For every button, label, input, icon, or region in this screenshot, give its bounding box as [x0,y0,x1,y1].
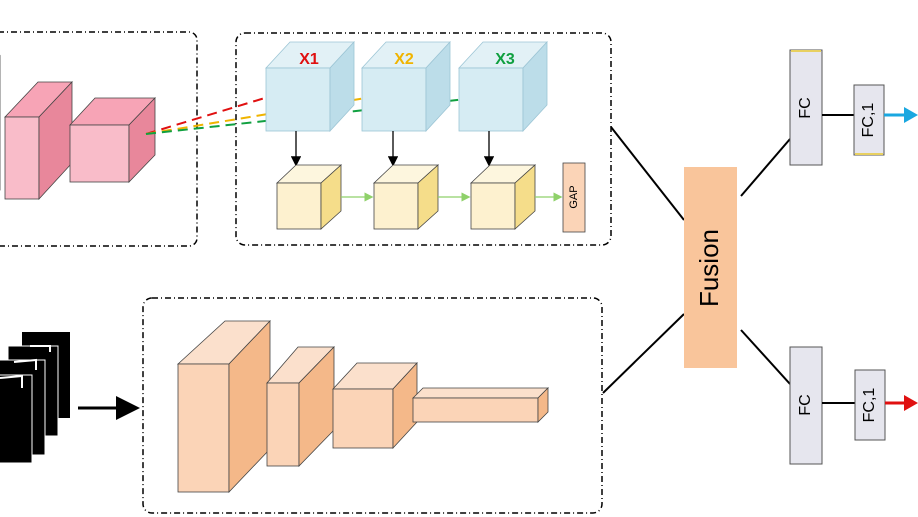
x1-link [145,93,279,135]
fc-top-label: FC [797,97,814,118]
x3-label: X3 [495,51,515,68]
cube-x1 [265,40,355,133]
fc1-bottom-label: FC,1 [861,388,878,423]
fusion-block [684,167,737,368]
multiscale-panel [235,32,612,246]
second-branch-panel [142,297,603,514]
peach-block-4 [412,387,549,423]
gap-label: GAP [568,185,580,208]
x2-link [145,96,373,135]
top-to-fusion-line [610,126,685,221]
fc-bottom-label: FC [797,394,814,415]
peach-block-3 [332,361,418,450]
yellow-cube-1 [275,164,343,230]
fc-top-box [789,49,823,166]
yellow-cube-2 [372,164,440,230]
bottom-to-fusion-line [602,313,685,394]
cube-x2 [361,40,451,133]
yellow-cube-3 [469,164,537,230]
pink-block-2 [4,80,73,201]
pink-block-3 [69,97,156,183]
fc1-bottom-box [854,369,886,441]
x1-label: X1 [299,51,319,68]
cube-x3 [458,40,548,133]
peach-block-1 [176,320,271,493]
bottom-output-arrowhead [904,395,918,411]
gap-box [562,162,586,233]
top-output-arrowhead [904,107,918,123]
x2-label: X2 [394,51,414,68]
fusion-label: Fusion [694,229,724,307]
peach-block-2 [266,346,335,467]
fc1-top-label: FC,1 [860,103,877,138]
fc-bottom-box [789,346,823,465]
fusion-to-bottom-fc-line [740,329,791,385]
fusion-to-top-fc-line [740,138,791,197]
backbone-panel [0,31,198,247]
input-image-stack [0,332,70,464]
